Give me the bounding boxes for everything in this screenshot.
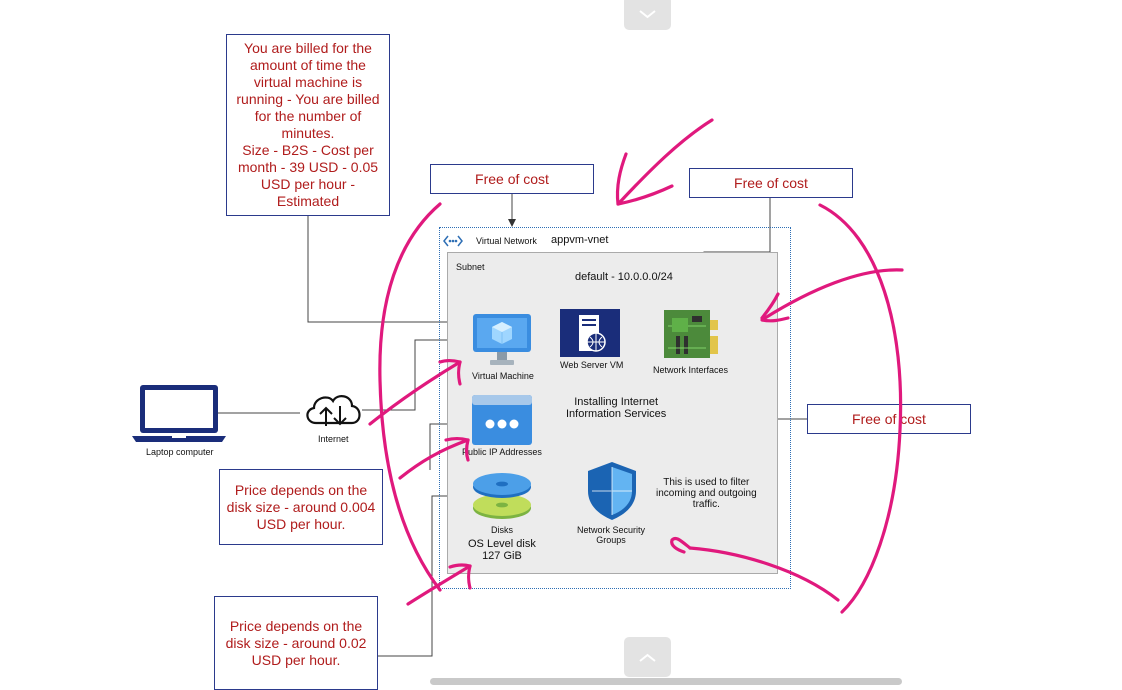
vnet-name-label: appvm-vnet — [551, 234, 609, 246]
nic-free-callout: Free of cost — [689, 168, 853, 198]
shield-icon — [588, 462, 636, 520]
nic-label: Network Interfaces — [653, 365, 729, 375]
web-server-icon — [560, 309, 620, 357]
network-interface-icon — [664, 310, 718, 358]
pip-label: Public IP Addresses — [462, 447, 542, 457]
laptop-icon — [132, 385, 226, 442]
subnet-label: Subnet — [456, 262, 485, 272]
webserver-label: Web Server VM — [560, 360, 624, 370]
vnet-type-label: Virtual Network — [476, 236, 537, 246]
public-ip-icon — [472, 395, 532, 445]
internet-label: Internet — [318, 434, 349, 444]
scroll-up-button[interactable] — [624, 0, 671, 30]
vm-billing-callout: You are billed for the amount of time th… — [226, 34, 390, 216]
pip-price-callout: Price depends on the disk size - around … — [219, 469, 383, 545]
chevron-up-icon — [639, 653, 656, 662]
vm-label: Virtual Machine — [472, 371, 534, 381]
horizontal-scrollbar[interactable] — [430, 678, 902, 685]
iis-text: Installing Internet Information Services — [566, 396, 667, 420]
nsg-free-callout: Free of cost — [807, 404, 971, 434]
disk-icon — [473, 473, 531, 519]
nsg-label: Network Security Groups — [577, 525, 646, 545]
nsg-description: This is used to filter incoming and outg… — [656, 477, 757, 510]
virtual-machine-icon — [473, 314, 531, 365]
subnet-range: default - 10.0.0.0/24 — [575, 271, 673, 283]
chevron-down-icon — [639, 10, 656, 19]
vnet-icon — [443, 235, 463, 247]
disk-price-callout: Price depends on the disk size - around … — [214, 596, 378, 690]
disks-label: Disks — [491, 525, 513, 535]
os-disk-label: OS Level disk 127 GiB — [468, 538, 536, 562]
laptop-label: Laptop computer — [146, 447, 214, 457]
cloud-icon — [306, 395, 361, 426]
scroll-down-button[interactable] — [624, 637, 671, 677]
vnet-free-callout: Free of cost — [430, 164, 594, 194]
